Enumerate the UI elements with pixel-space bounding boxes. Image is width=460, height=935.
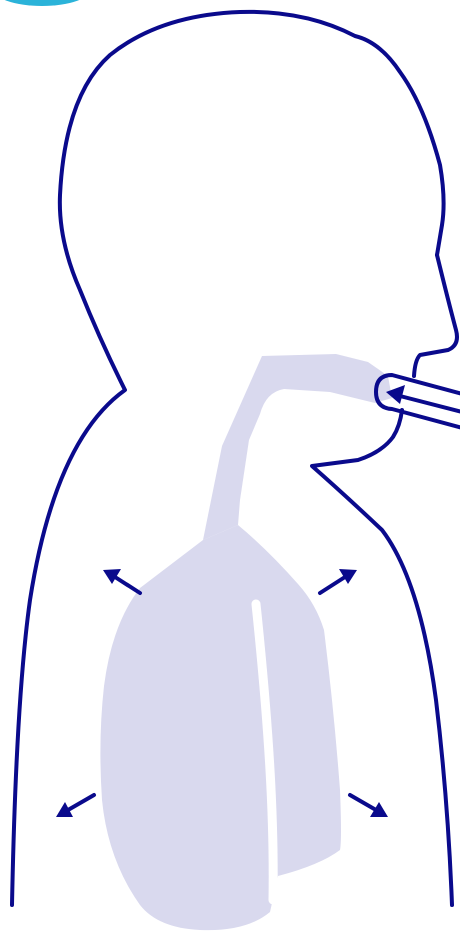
- arrow-outward-icon: [320, 569, 357, 593]
- corner-badge: [0, 0, 92, 6]
- face-profile: [414, 255, 457, 376]
- lungs: [100, 525, 341, 930]
- arrow-outward-icon: [56, 795, 94, 817]
- arrow-outward-icon: [350, 795, 388, 817]
- arrow-outward-icon: [103, 569, 140, 593]
